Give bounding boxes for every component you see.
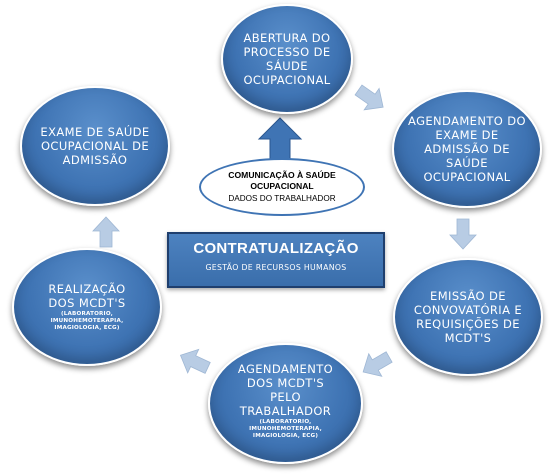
center-subtitle: GESTÃO DE RECURSOS HUMANOS bbox=[205, 263, 347, 272]
flow-arrow-emissao-to-agendamento-mcdt bbox=[362, 351, 393, 377]
node-abertura-processo: ABERTURA DO PROCESSO DE SÁUDE OCUPACIONA… bbox=[221, 4, 353, 114]
flow-arrow-agendamento-mcdt-to-realizacao bbox=[179, 348, 211, 374]
center-title: CONTRATUALIZAÇÃO bbox=[193, 240, 359, 257]
flow-arrow-up-to-abertura bbox=[257, 117, 303, 163]
node-exame-saude-label: EXAME DE SAÚDE OCUPACIONAL DE ADMISSÃO bbox=[40, 125, 150, 167]
center-contratualizacao-box: CONTRATUALIZAÇÃO GESTÃO DE RECURSOS HUMA… bbox=[167, 232, 385, 288]
node-realizacao-mcdt: REALIZAÇÃO DOS MCDT'S (LABORATORIO, IMUN… bbox=[12, 248, 162, 366]
node-emissao-convocatoria: EMISSÃO DE CONVOVATÓRIA E REQUISIÇÕES DE… bbox=[393, 258, 543, 376]
communication-title: COMUNICAÇÃO À SAÚDE OCUPACIONAL bbox=[228, 170, 336, 191]
node-realizacao-mcdt-label: REALIZAÇÃO DOS MCDT'S bbox=[48, 282, 126, 310]
node-realizacao-mcdt-detail: (LABORATORIO, IMUNOHEMOTERAPIA, IMAGIOLO… bbox=[50, 311, 124, 331]
node-exame-saude: EXAME DE SAÚDE OCUPACIONAL DE ADMISSÃO bbox=[20, 86, 170, 206]
node-agendamento-mcdt: AGENDAMENTO DOS MCDT'S PELO TRABALHADOR … bbox=[208, 343, 363, 464]
communication-subtitle: DADOS DO TRABALHADOR bbox=[228, 194, 336, 203]
node-emissao-convocatoria-label: EMISSÃO DE CONVOVATÓRIA E REQUISIÇÕES DE… bbox=[413, 289, 523, 345]
node-abertura-processo-label: ABERTURA DO PROCESSO DE SÁUDE OCUPACIONA… bbox=[243, 31, 331, 87]
flow-arrow-agendamento-to-emissao bbox=[449, 218, 477, 250]
node-agendamento-exame: AGENDAMENTO DO EXAME DE ADMISSÃO DE SAÚD… bbox=[392, 90, 542, 208]
node-agendamento-mcdt-detail: (LABORATORIO, IMUNOHEMOTERAPIA, IMAGIOLO… bbox=[249, 418, 322, 439]
flow-arrow-abertura-to-agendamento bbox=[354, 84, 384, 111]
communication-ellipse: COMUNICAÇÃO À SAÚDE OCUPACIONAL DADOS DO… bbox=[199, 158, 365, 216]
flow-arrow-realizacao-to-exame bbox=[92, 216, 120, 248]
node-agendamento-mcdt-label: AGENDAMENTO DOS MCDT'S PELO TRABALHADOR bbox=[237, 361, 334, 418]
node-agendamento-exame-label: AGENDAMENTO DO EXAME DE ADMISSÃO DE SAÚD… bbox=[408, 114, 526, 184]
